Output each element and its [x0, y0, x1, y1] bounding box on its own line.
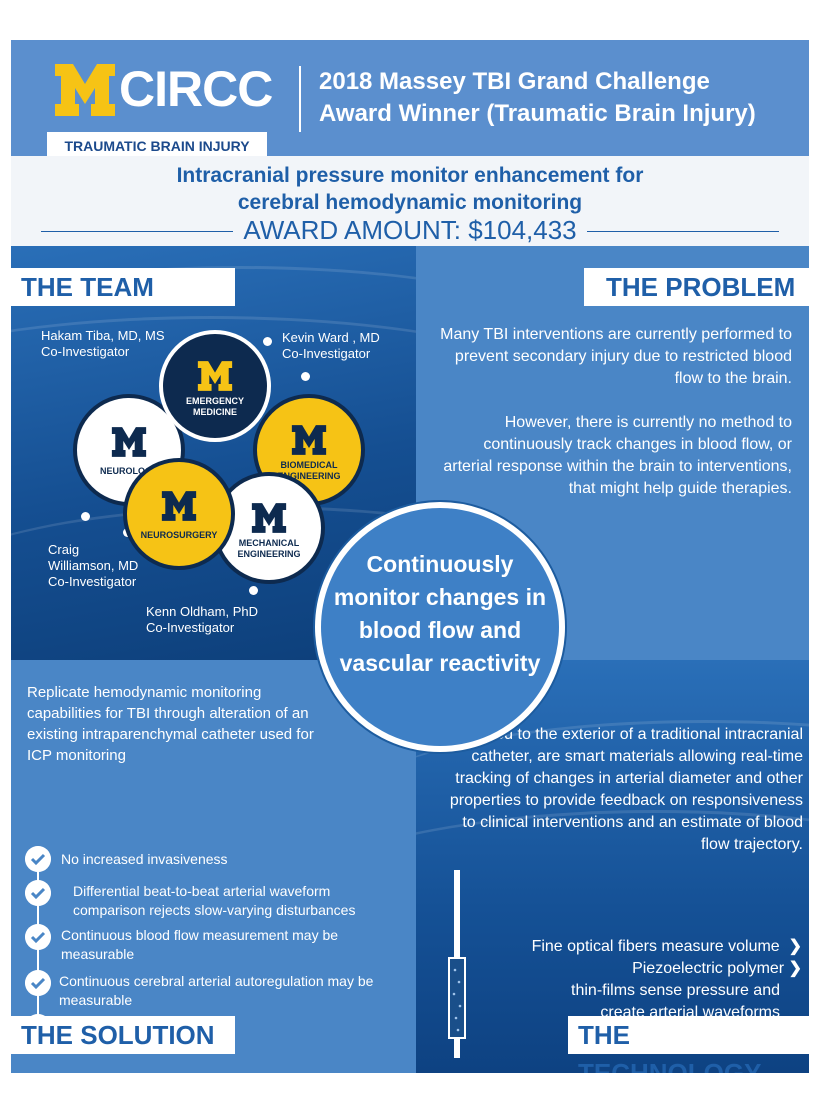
technology-title: THE TECHNOLOGY: [568, 1016, 809, 1073]
tech-item-piezoelectric: Piezoelectric polymer ❯ thin-films sense…: [476, 958, 802, 1024]
connector-dot: [81, 512, 90, 521]
problem-title: THE PROBLEM: [584, 268, 809, 306]
benefit-label: No increased invasiveness: [61, 851, 228, 867]
tech-item-optical-fibers: Fine optical fibers measure volume ❯: [476, 936, 802, 958]
team-member: Kenn Oldham, PhD Co-Investigator: [146, 604, 258, 636]
connector-dot: [301, 372, 310, 381]
team-title: THE TEAM: [11, 268, 235, 306]
tech-item-label: Piezoelectric polymer: [632, 960, 785, 977]
dept-label: NEUROSURGERY: [140, 530, 218, 540]
project-title-line1: Intracranial pressure monitor enhancemen…: [176, 164, 644, 187]
block-m-icon: [111, 427, 147, 457]
header-divider: [299, 66, 301, 132]
team-section: THE TEAM Hakam Tiba, MD, MS Co-Investiga…: [11, 246, 416, 660]
benefit-label: Differential beat-to-beat arterial wavef…: [73, 883, 356, 918]
benefit-label: Continuous cerebral arterial autoregulat…: [59, 973, 374, 1008]
dept-label: EMERGENCY: [185, 396, 244, 406]
technology-section: Added to the exterior of a traditional i…: [416, 660, 809, 1073]
header-title: 2018 Massey TBI Grand Challenge Award Wi…: [319, 66, 789, 130]
block-m-icon: [161, 491, 197, 521]
check-icon: [25, 846, 51, 872]
mcircc-logo: CIRCC TRAUMATIC BRAIN INJURY: [47, 60, 273, 160]
connector-dot: [249, 586, 258, 595]
block-m-icon: [291, 425, 327, 455]
member-role: Co-Investigator: [41, 344, 130, 359]
award-amount: AWARD AMOUNT: $104,433: [233, 214, 587, 246]
member-role: Co-Investigator: [282, 346, 371, 361]
logo-text: CIRCC: [119, 61, 273, 117]
dept-label: ENGINEERING: [277, 471, 341, 481]
member-name: Williamson, MD: [48, 558, 139, 573]
team-member: Kevin Ward , MD Co-Investigator: [282, 330, 380, 362]
member-name: Kenn Oldham, PhD: [146, 604, 259, 619]
header-title-line2: Award Winner (Traumatic Brain Injury): [319, 100, 756, 127]
tech-item-label: Fine optical fibers measure volume: [531, 938, 780, 955]
header: CIRCC TRAUMATIC BRAIN INJURY 2018 Massey…: [11, 40, 809, 160]
chevron-right-icon: ❯: [784, 938, 802, 955]
member-role: Co-Investigator: [48, 574, 137, 589]
technology-text: Added to the exterior of a traditional i…: [449, 726, 803, 853]
center-goal-text: Continuously monitor changes in blood fl…: [333, 551, 547, 676]
dept-label: MECHANICAL: [238, 538, 300, 548]
dept-label: MEDICINE: [192, 407, 237, 417]
check-icon: [25, 880, 51, 906]
dept-label: BIOMEDICAL: [280, 460, 338, 470]
tech-item-label: thin-films sense pressure and: [571, 982, 780, 999]
header-title-line1: 2018 Massey TBI Grand Challenge: [319, 68, 710, 95]
solution-title: THE SOLUTION: [11, 1016, 235, 1054]
infographic: CIRCC TRAUMATIC BRAIN INJURY 2018 Massey…: [11, 40, 809, 1073]
dept-mechanical-engineering: MECHANICAL ENGINEERING: [213, 472, 325, 584]
member-name: Craig: [48, 542, 80, 557]
chevron-right-icon: ❯: [784, 960, 802, 977]
logo-subtitle: TRAUMATIC BRAIN INJURY: [47, 132, 267, 160]
connector-dot: [263, 337, 272, 346]
member-name: Kevin Ward , MD: [282, 330, 380, 345]
dept-label: ENGINEERING: [237, 549, 301, 559]
dept-label: NEUROLOGY: [99, 466, 158, 476]
solution-text: Replicate hemodynamic monitoring capabil…: [27, 684, 314, 764]
team-member: Hakam Tiba, MD, MS Co-Investigator: [41, 328, 165, 360]
check-icon: [25, 924, 51, 950]
team-member: Craig Williamson, MD Co-Investigator: [48, 542, 138, 590]
member-name: Hakam Tiba, MD, MS: [41, 328, 165, 343]
dept-emergency-medicine: EMERGENCY MEDICINE: [159, 330, 271, 442]
benefit-label: Continuous blood flow measurement may be…: [61, 927, 339, 962]
solution-section: Replicate hemodynamic monitoring capabil…: [11, 660, 416, 1073]
intro-band: Intracranial pressure monitor enhancemen…: [11, 156, 809, 246]
problem-paragraph-2: However, there is currently no method to…: [443, 414, 792, 497]
check-icon: [25, 970, 51, 996]
project-title-line2: cerebral hemodynamic monitoring: [237, 191, 583, 214]
block-m-icon: [251, 503, 287, 533]
catheter-icon: [448, 870, 466, 1058]
project-title: Intracranial pressure monitor enhancemen…: [11, 162, 809, 216]
dept-neurosurgery: NEUROSURGERY: [123, 458, 235, 570]
block-m-icon: [197, 361, 233, 391]
member-role: Co-Investigator: [146, 620, 235, 635]
problem-paragraph-1: Many TBI interventions are currently per…: [440, 326, 792, 387]
center-goal-circle: Continuously monitor changes in blood fl…: [315, 502, 565, 752]
block-m-icon: [55, 64, 115, 116]
